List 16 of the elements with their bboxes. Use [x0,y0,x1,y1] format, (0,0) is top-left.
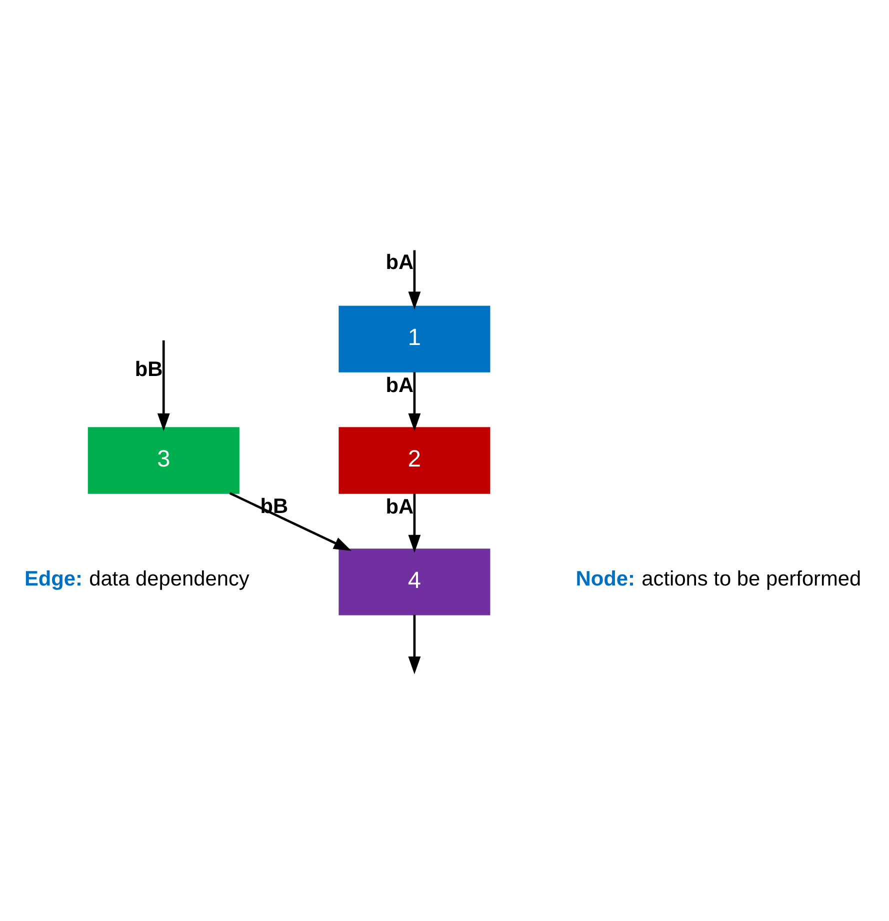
node-box: 2 [338,427,490,494]
node-box: 3 [88,427,240,494]
edge-label: bB [134,358,163,381]
edge-label: bA [386,374,414,398]
edge-label: bA [386,250,414,274]
arrow [229,492,352,551]
node-box: 1 [338,306,490,372]
node-box: 4 [338,548,490,616]
arrow [157,340,170,432]
arrow [408,614,421,674]
arrow [408,494,421,553]
label: Node: actions to be performed [576,568,862,591]
edge-label: bA [386,496,414,519]
label: Edge: data dependency [24,568,250,591]
arrow [408,250,421,310]
arrow [408,372,421,432]
